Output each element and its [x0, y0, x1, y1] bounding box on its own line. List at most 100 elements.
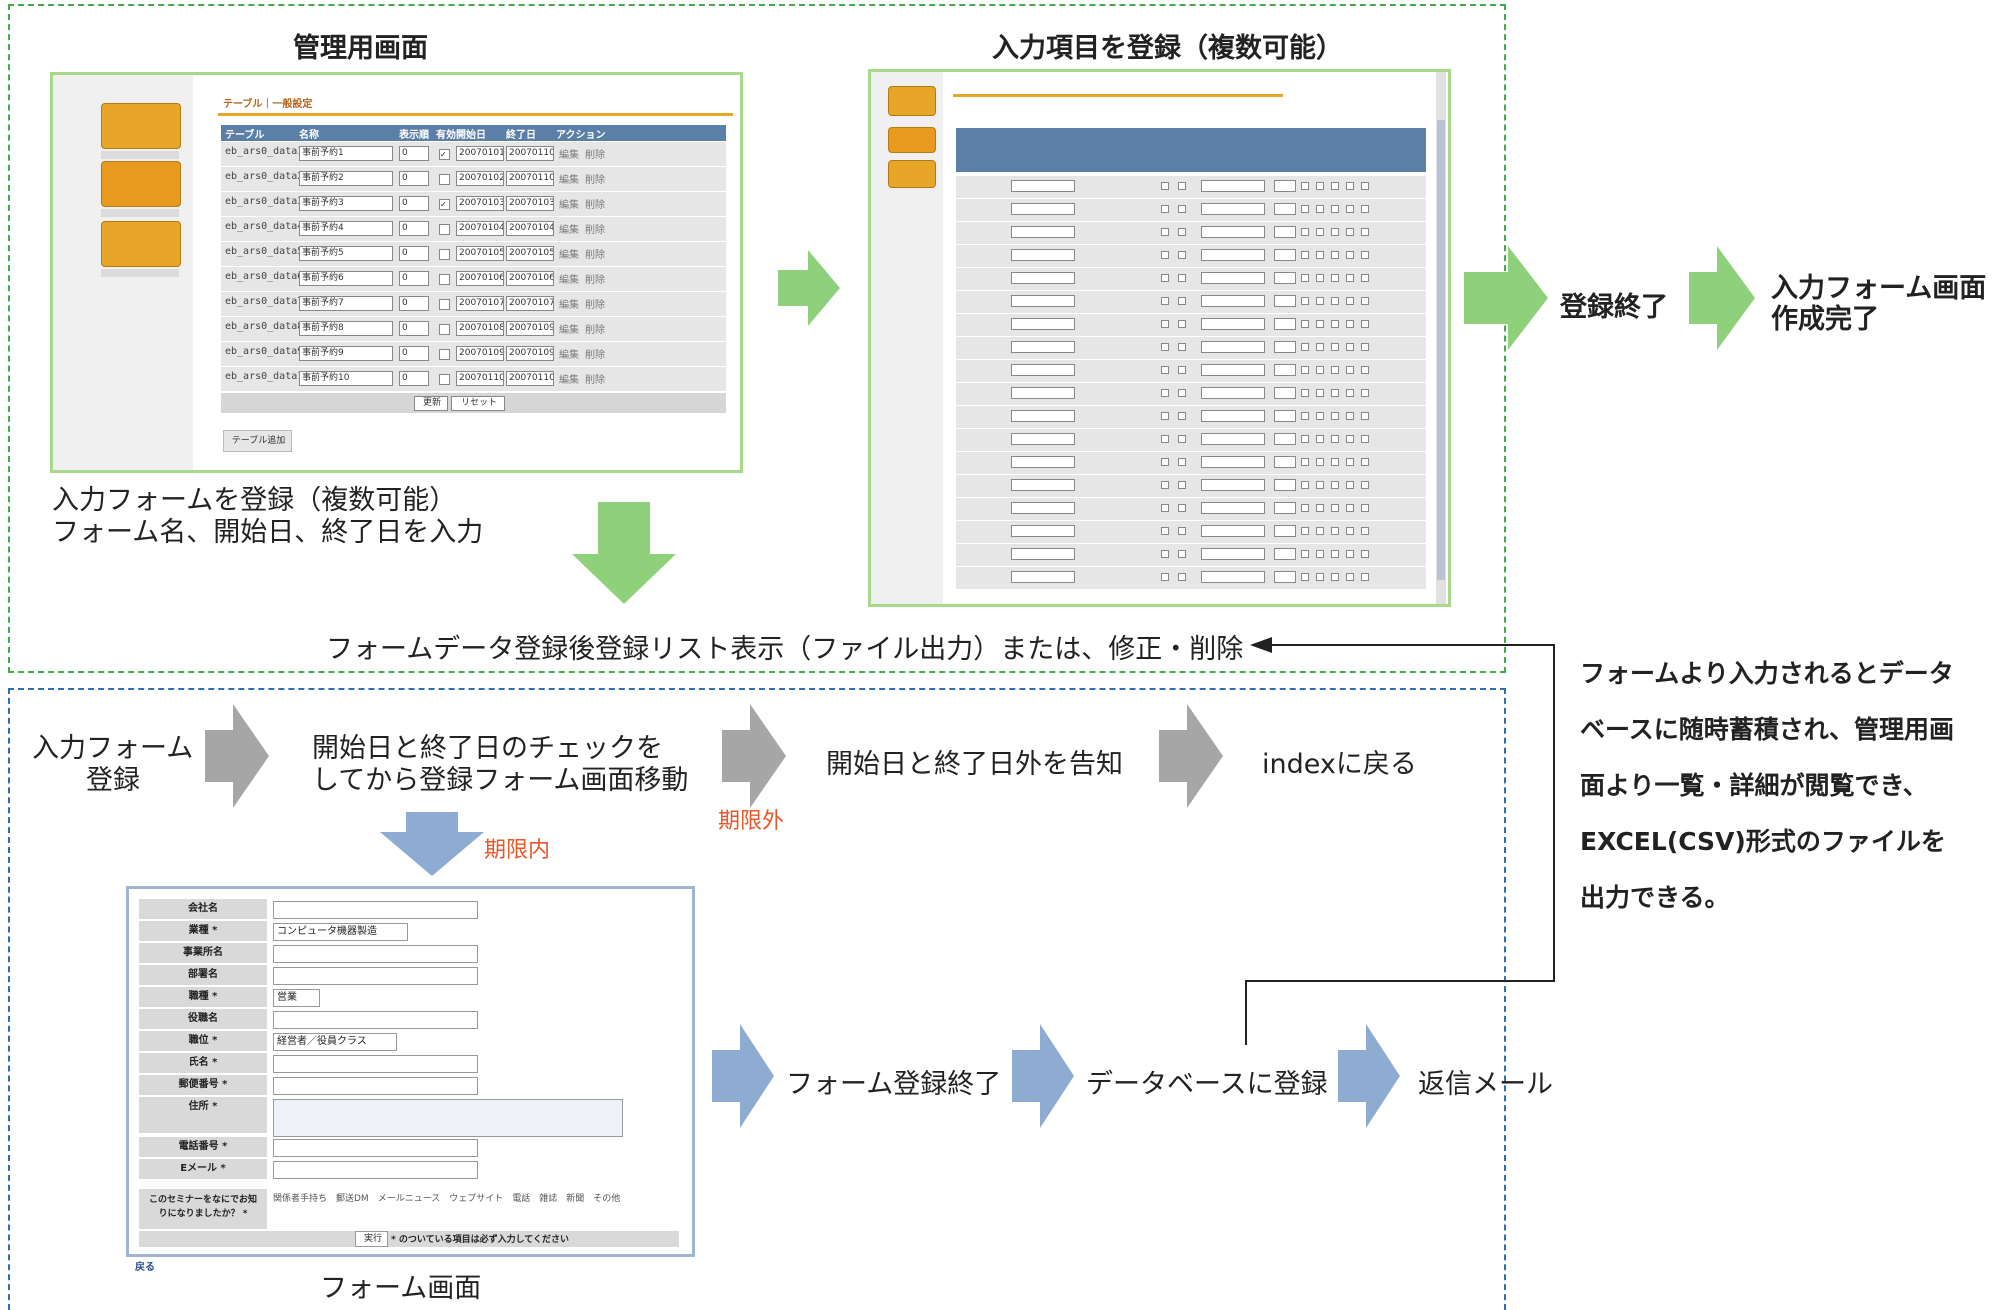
reset-button[interactable]: リセット	[451, 396, 505, 411]
item-checkbox[interactable]	[1301, 389, 1309, 397]
order-input[interactable]: 0	[399, 196, 429, 211]
item-checkbox[interactable]	[1346, 228, 1354, 236]
item-input[interactable]	[1274, 318, 1296, 330]
item-checkbox[interactable]	[1331, 527, 1339, 535]
active-checkbox[interactable]	[439, 274, 450, 285]
item-checkbox[interactable]	[1161, 389, 1169, 397]
item-input[interactable]	[1201, 364, 1265, 376]
item-checkbox[interactable]	[1161, 573, 1169, 581]
item-checkbox[interactable]	[1161, 435, 1169, 443]
item-input[interactable]	[1274, 479, 1296, 491]
item-checkbox[interactable]	[1316, 481, 1324, 489]
item-checkbox[interactable]	[1346, 527, 1354, 535]
item-checkbox[interactable]	[1361, 389, 1369, 397]
item-checkbox[interactable]	[1316, 228, 1324, 236]
item-input[interactable]	[1201, 479, 1265, 491]
start-date-input[interactable]: 20070108	[456, 321, 504, 336]
item-input[interactable]	[1011, 341, 1075, 353]
active-checkbox[interactable]	[439, 324, 450, 335]
form-name-input[interactable]: 事前予約7	[299, 296, 393, 311]
form-name-input[interactable]: 事前予約6	[299, 271, 393, 286]
item-checkbox[interactable]	[1361, 343, 1369, 351]
item-checkbox[interactable]	[1178, 573, 1186, 581]
item-checkbox[interactable]	[1301, 228, 1309, 236]
item-checkbox[interactable]	[1361, 481, 1369, 489]
item-checkbox[interactable]	[1178, 297, 1186, 305]
item-checkbox[interactable]	[1361, 504, 1369, 512]
item-checkbox[interactable]	[1316, 458, 1324, 466]
back-link[interactable]: 戻る	[135, 1262, 155, 1273]
item-checkbox[interactable]	[1346, 481, 1354, 489]
order-input[interactable]: 0	[399, 296, 429, 311]
item-checkbox[interactable]	[1361, 435, 1369, 443]
item-input[interactable]	[1201, 295, 1265, 307]
item-checkbox[interactable]	[1301, 320, 1309, 328]
start-date-input[interactable]: 20070101	[456, 146, 504, 161]
item-input[interactable]	[1011, 456, 1075, 468]
item-checkbox[interactable]	[1316, 550, 1324, 558]
item-checkbox[interactable]	[1178, 205, 1186, 213]
item-checkbox[interactable]	[1331, 573, 1339, 581]
order-input[interactable]: 0	[399, 346, 429, 361]
item-checkbox[interactable]	[1346, 205, 1354, 213]
row-actions[interactable]: 編集 削除	[559, 250, 606, 261]
item-input[interactable]	[1274, 249, 1296, 261]
item-checkbox[interactable]	[1316, 320, 1324, 328]
item-checkbox[interactable]	[1361, 182, 1369, 190]
item-input[interactable]	[1011, 525, 1075, 537]
active-checkbox[interactable]	[439, 349, 450, 360]
active-checkbox[interactable]	[439, 299, 450, 310]
item-checkbox[interactable]	[1301, 251, 1309, 259]
item-checkbox[interactable]	[1161, 297, 1169, 305]
form-field-input[interactable]	[273, 1139, 478, 1157]
item-input[interactable]	[1274, 272, 1296, 284]
start-date-input[interactable]: 20070107	[456, 296, 504, 311]
admin-tab-label[interactable]: テーブル｜一般設定	[223, 99, 313, 110]
item-input[interactable]	[1274, 226, 1296, 238]
item-checkbox[interactable]	[1346, 343, 1354, 351]
item-menu-tile-2[interactable]	[888, 127, 936, 153]
form-name-input[interactable]: 事前予約5	[299, 246, 393, 261]
item-checkbox[interactable]	[1301, 458, 1309, 466]
item-checkbox[interactable]	[1361, 320, 1369, 328]
item-checkbox[interactable]	[1361, 412, 1369, 420]
item-input[interactable]	[1274, 456, 1296, 468]
form-name-input[interactable]: 事前予約3	[299, 196, 393, 211]
end-date-input[interactable]: 20070110	[506, 171, 554, 186]
end-date-input[interactable]: 20070109	[506, 321, 554, 336]
item-input[interactable]	[1201, 387, 1265, 399]
form-field-input[interactable]: 経営者／役員クラス	[273, 1033, 397, 1051]
item-input[interactable]	[1274, 387, 1296, 399]
item-checkbox[interactable]	[1161, 366, 1169, 374]
item-input[interactable]	[1011, 387, 1075, 399]
item-checkbox[interactable]	[1301, 435, 1309, 443]
item-checkbox[interactable]	[1361, 297, 1369, 305]
item-input[interactable]	[1201, 433, 1265, 445]
item-checkbox[interactable]	[1316, 504, 1324, 512]
item-checkbox[interactable]	[1346, 297, 1354, 305]
start-date-input[interactable]: 20070110	[456, 371, 504, 386]
item-checkbox[interactable]	[1178, 274, 1186, 282]
item-checkbox[interactable]	[1301, 573, 1309, 581]
item-checkbox[interactable]	[1331, 550, 1339, 558]
item-checkbox[interactable]	[1161, 343, 1169, 351]
item-checkbox[interactable]	[1316, 412, 1324, 420]
start-date-input[interactable]: 20070109	[456, 346, 504, 361]
item-checkbox[interactable]	[1331, 205, 1339, 213]
row-actions[interactable]: 編集 削除	[559, 350, 606, 361]
item-input[interactable]	[1011, 410, 1075, 422]
item-input[interactable]	[1274, 502, 1296, 514]
item-checkbox[interactable]	[1178, 527, 1186, 535]
item-checkbox[interactable]	[1316, 297, 1324, 305]
item-checkbox[interactable]	[1161, 251, 1169, 259]
item-input[interactable]	[1011, 318, 1075, 330]
start-date-input[interactable]: 20070103	[456, 196, 504, 211]
active-checkbox[interactable]	[439, 174, 450, 185]
form-field-input[interactable]: 営業	[273, 989, 320, 1007]
item-checkbox[interactable]	[1161, 274, 1169, 282]
item-input[interactable]	[1011, 226, 1075, 238]
item-checkbox[interactable]	[1316, 205, 1324, 213]
item-checkbox[interactable]	[1331, 274, 1339, 282]
item-input[interactable]	[1011, 295, 1075, 307]
item-checkbox[interactable]	[1346, 504, 1354, 512]
